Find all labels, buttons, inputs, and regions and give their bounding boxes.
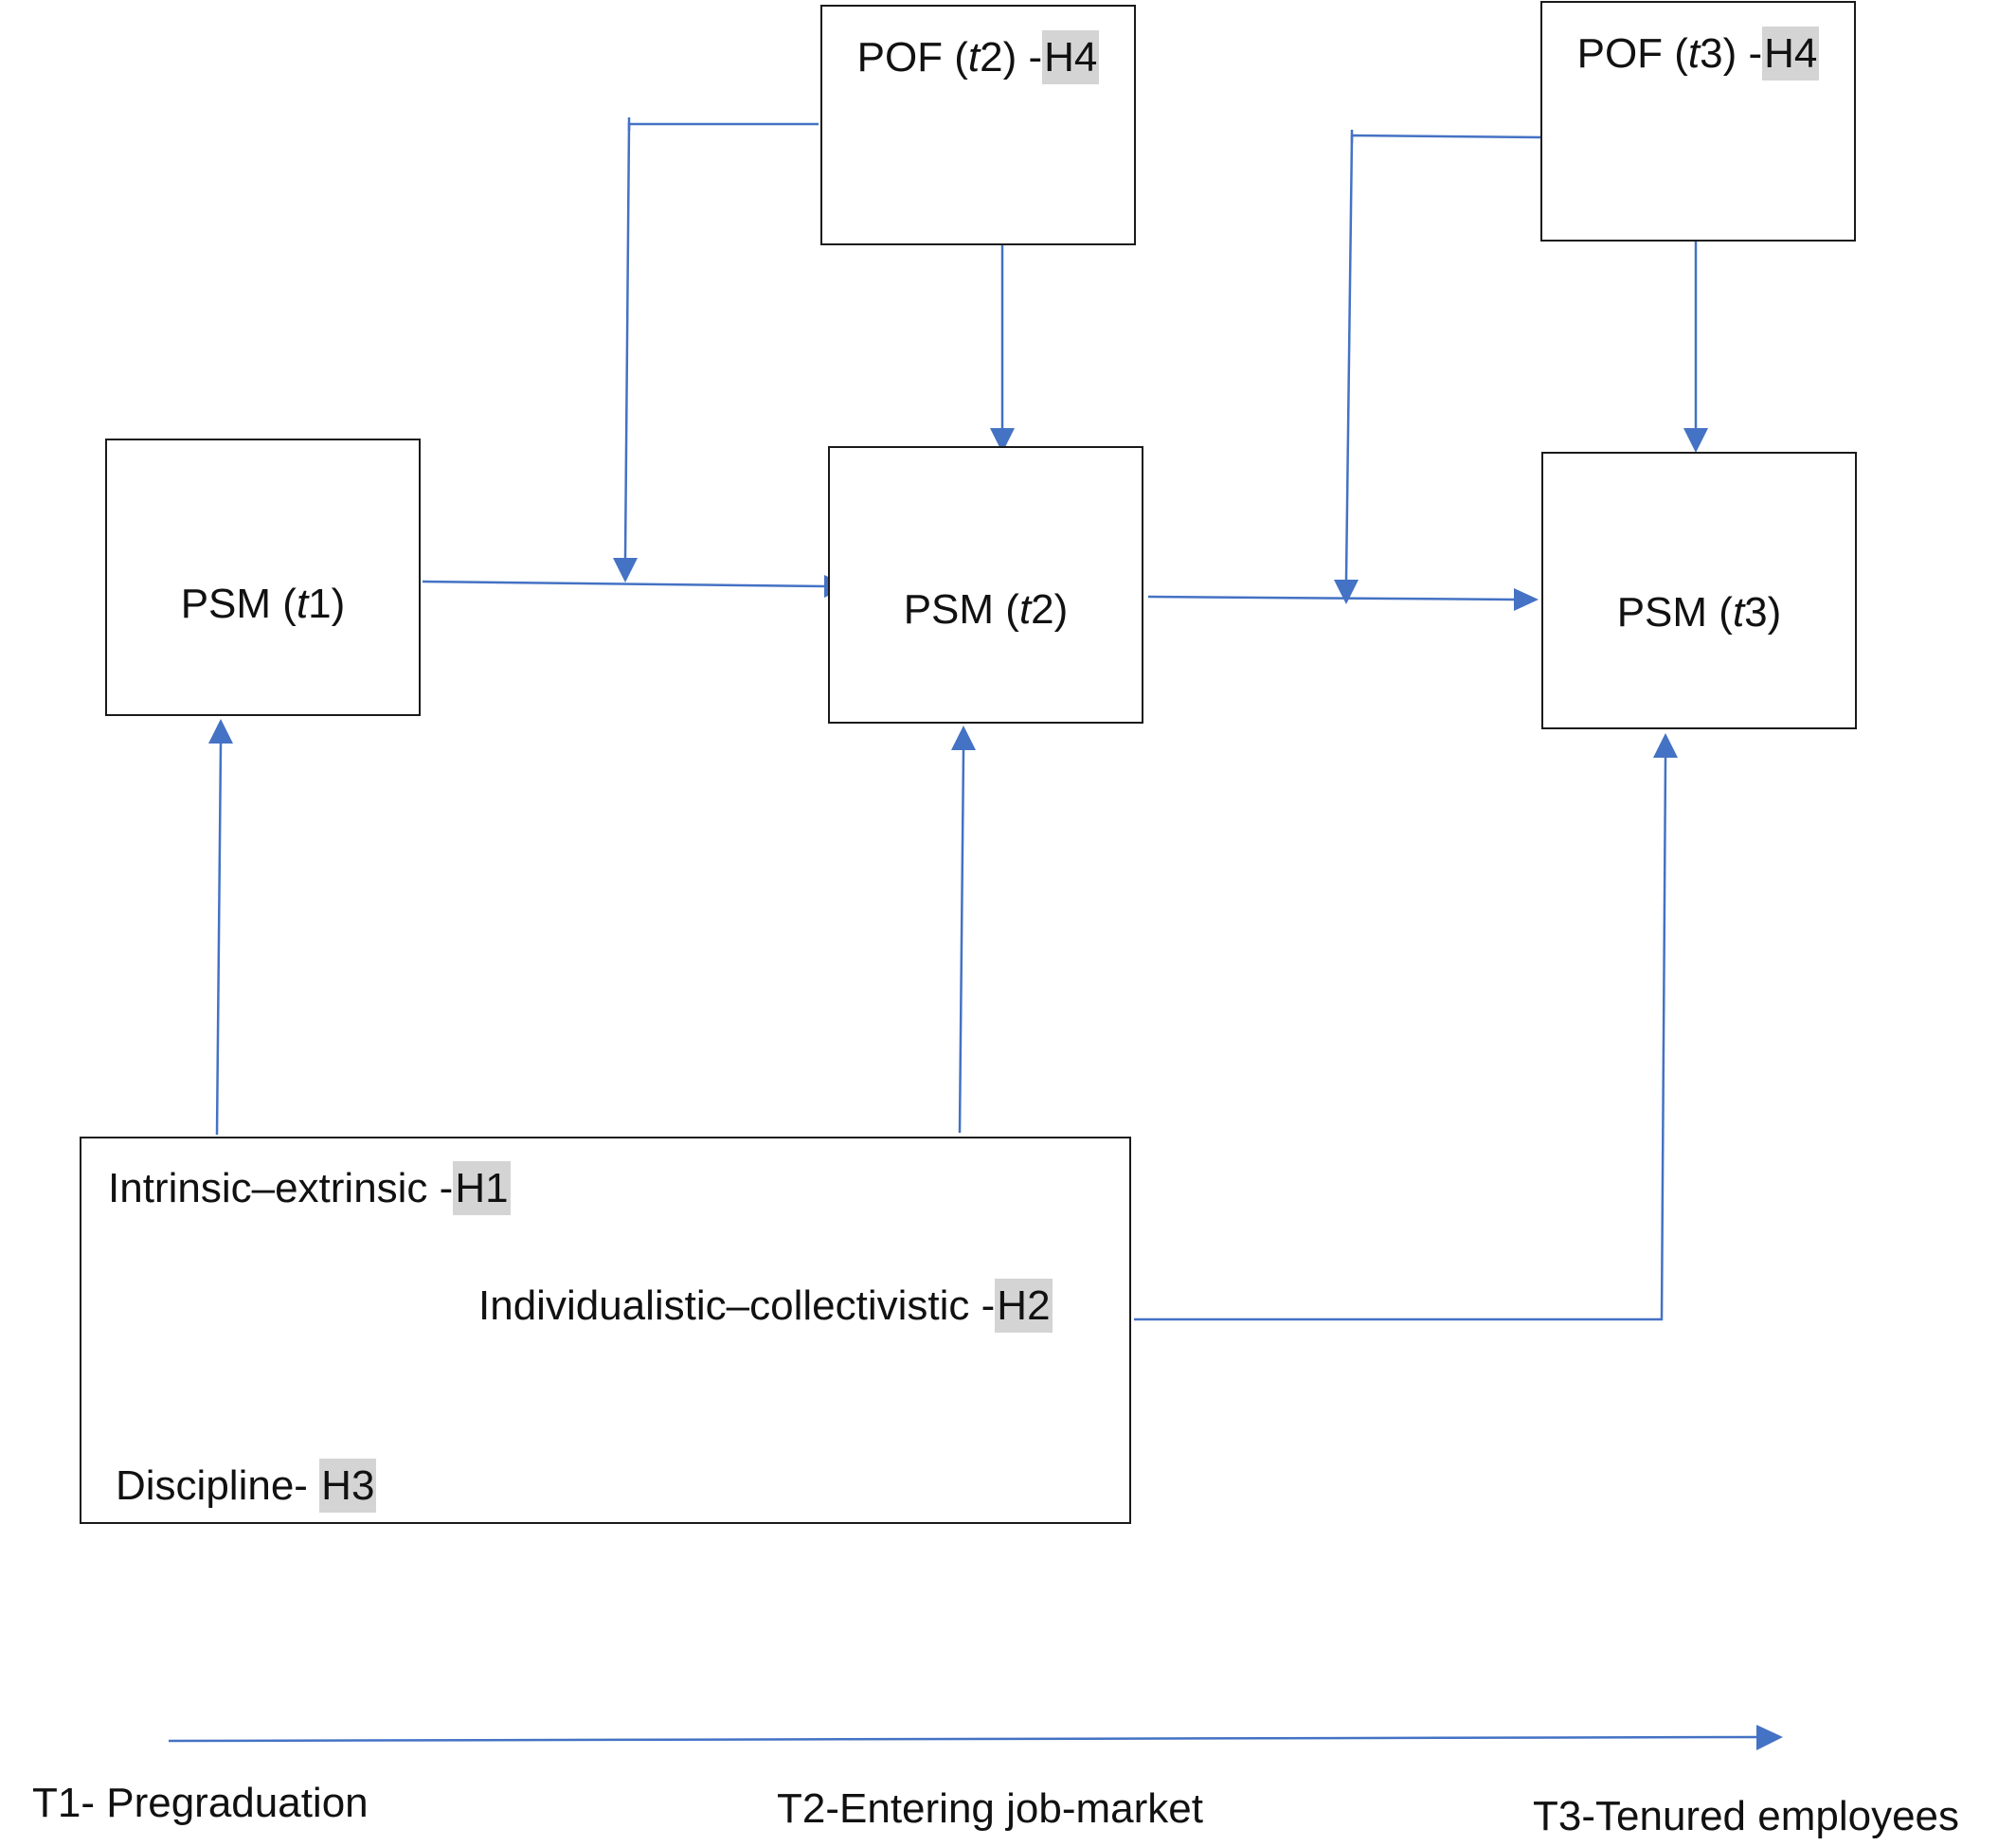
timeline-label-t2: T2-Entering job-market — [777, 1785, 1203, 1832]
hypothesis-tag: H3 — [319, 1459, 377, 1513]
psm-t2-label: PSM (t2) — [903, 586, 1069, 633]
pof-t3-box: POF (t3) -H4 — [1540, 1, 1856, 242]
hypothesis-tag: H4 — [1762, 27, 1820, 81]
pof-t3-label: POF (t3) -H4 — [1542, 27, 1854, 81]
edge-psm-t1-to-psm-t2 — [422, 580, 825, 588]
hypothesis-tag: H4 — [1042, 30, 1100, 84]
edge-factors-to-psm-t3 — [1134, 757, 1667, 1321]
factor-intrinsic-extrinsic: Intrinsic–extrinsic -H1 — [108, 1161, 511, 1215]
timeline-label-t3: T3-Tenured employees — [1533, 1793, 1960, 1839]
arrowhead-moderator-t2 — [613, 558, 638, 582]
pof-t2-label: POF (t2) -H4 — [822, 30, 1134, 84]
arrowhead-psm-t3-left — [1514, 588, 1539, 611]
timeline-label-t1: T1- Pregraduation — [32, 1780, 369, 1826]
factors-box: Intrinsic–extrinsic -H1 Individualistic–… — [80, 1137, 1131, 1524]
factor-discipline: Discipline- H3 — [116, 1459, 377, 1513]
arrowhead-psm-t1-bottom — [208, 719, 233, 744]
edge-pof-t3-moderator — [1344, 134, 1541, 581]
psm-t1-label: PSM (t1) — [180, 581, 346, 627]
psm-t2-box: PSM (t2) — [828, 446, 1143, 724]
psm-t1-box: PSM (t1) — [105, 439, 421, 716]
timeline-axis — [168, 1735, 1757, 1743]
edge-factors-to-psm-t1 — [215, 743, 223, 1136]
edge-pof-t2-moderator — [623, 122, 819, 559]
factor-individualistic-collectivistic: Individualistic–collectivistic -H2 — [478, 1279, 1053, 1333]
edge-psm-t2-to-psm-t3 — [1147, 595, 1515, 601]
pof-t2-box: POF (t2) -H4 — [820, 5, 1136, 245]
arrowhead-psm-t3-bottom — [1653, 733, 1678, 758]
edge-factors-to-psm-t2 — [958, 749, 965, 1134]
hypothesis-tag: H1 — [453, 1161, 511, 1215]
psm-t3-label: PSM (t3) — [1616, 589, 1782, 636]
timeline-arrowhead — [1756, 1725, 1783, 1750]
arrowhead-moderator-t3 — [1334, 580, 1359, 604]
arrowhead-psm-t2-top — [990, 428, 1015, 453]
arrowhead-psm-t2-bottom — [951, 726, 976, 750]
psm-t3-box: PSM (t3) — [1541, 452, 1857, 729]
hypothesis-tag: H2 — [995, 1279, 1053, 1333]
arrowhead-psm-t3-top — [1683, 428, 1708, 453]
